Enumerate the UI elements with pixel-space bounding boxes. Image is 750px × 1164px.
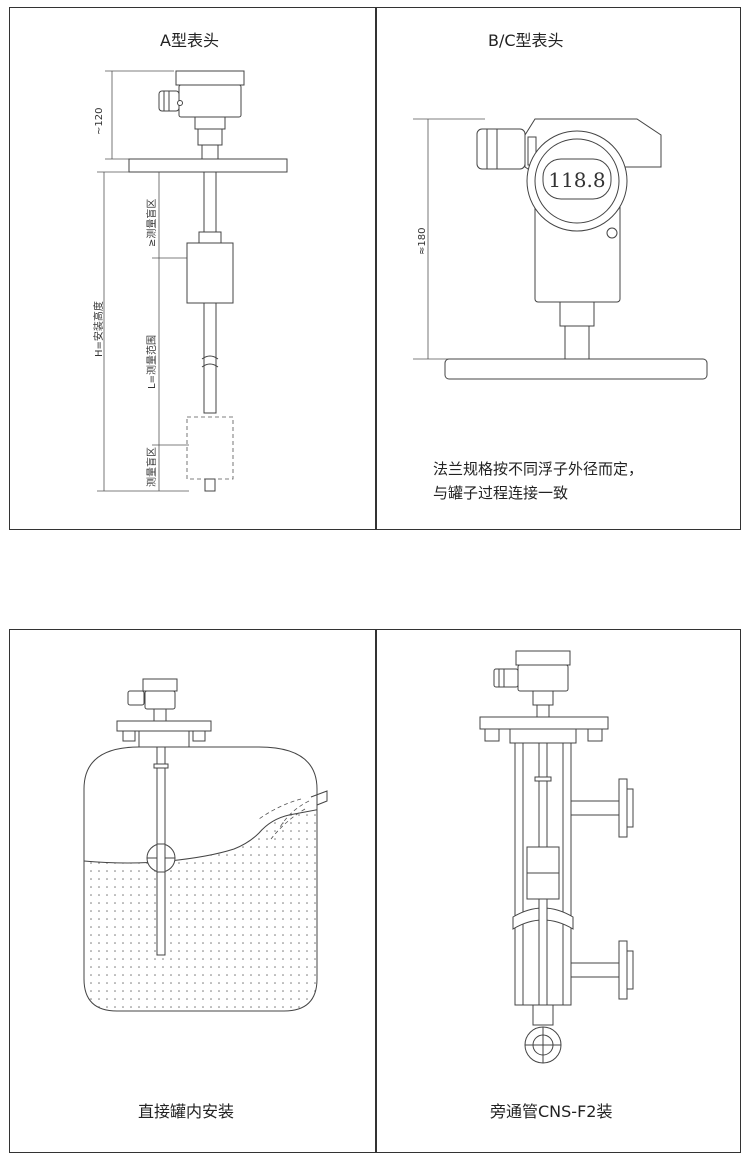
bypass-installation-drawing xyxy=(479,650,634,1064)
flange-spec-note-line1: 法兰规格按不同浮子外径而定， xyxy=(433,460,644,478)
tank-installation-drawing xyxy=(83,678,328,1012)
panel-bc-type-head xyxy=(375,7,741,530)
dim-top-label: ~120 xyxy=(94,108,105,135)
bc-type-level-gauge-drawing: ≈180 118.8 xyxy=(413,118,708,380)
dim-blind-zone-bottom-label: 测量盲区 xyxy=(145,447,158,487)
flange-spec-note: 法兰规格按不同浮子外径而定， 与罐子过程连接一致 xyxy=(433,457,733,505)
panel-tank-installation xyxy=(9,629,377,1153)
flange-spec-note-line2: 与罐子过程连接一致 xyxy=(433,484,569,502)
bypass-install-caption: 旁通管CNS-F2装 xyxy=(490,1102,613,1121)
tank-install-caption: 直接罐内安装 xyxy=(138,1102,235,1121)
panel-a-type-head xyxy=(9,7,377,530)
panel-a-title: A型表头 xyxy=(160,31,219,50)
a-type-level-gauge-drawing: ~120 H=安装高度 ≥测量盲区 L=测量范围 测量盲区 xyxy=(92,70,288,492)
dim-blind-zone-top-label: ≥测量盲区 xyxy=(145,199,158,247)
panel-bypass-installation xyxy=(375,629,741,1153)
dim-height-label: ≈180 xyxy=(417,228,428,255)
display-readout: 118.8 xyxy=(548,168,605,192)
dim-install-height-label: H=安装高度 xyxy=(92,301,105,357)
dim-measure-range-label: L=测量范围 xyxy=(145,335,158,389)
panel-bc-title: B/C型表头 xyxy=(488,31,564,50)
